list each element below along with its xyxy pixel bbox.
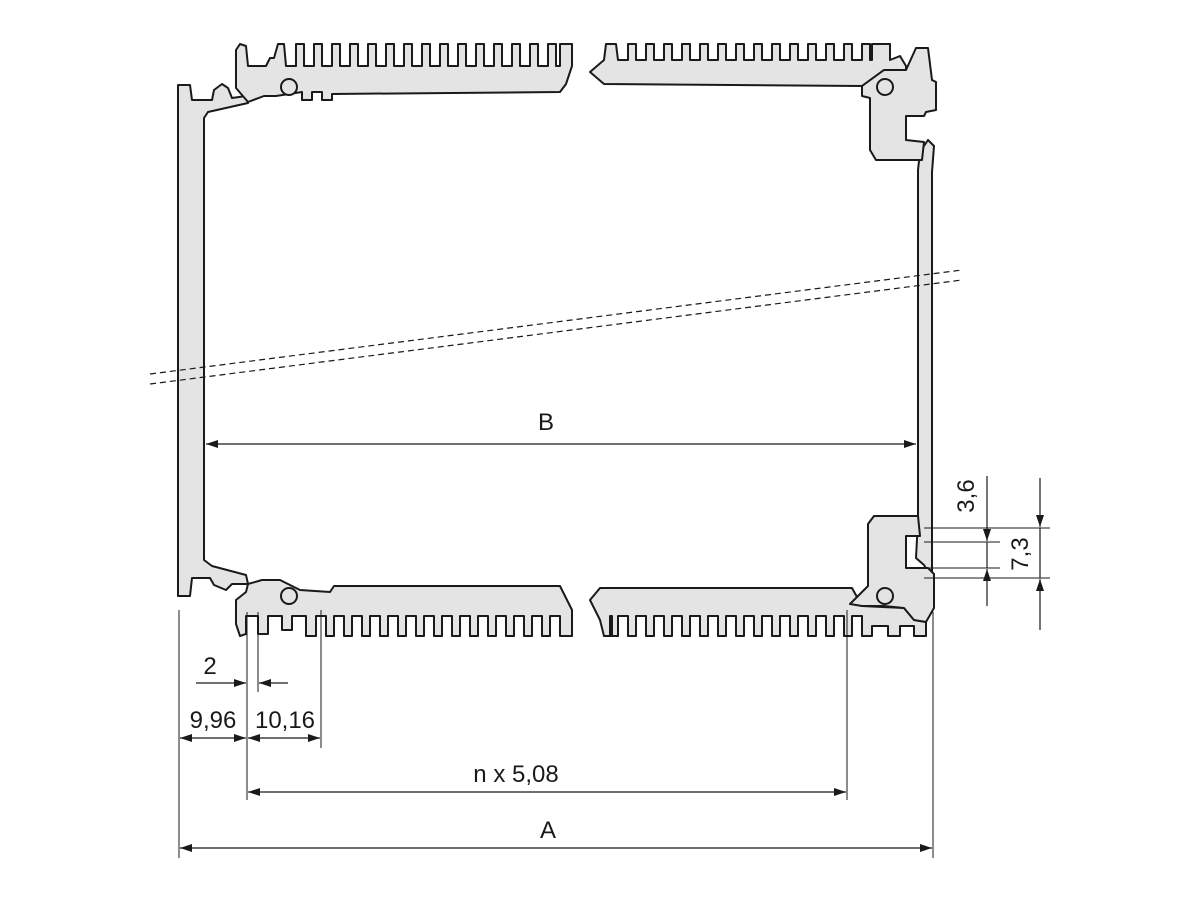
dimension-pitch-label: n x 5,08 (473, 761, 558, 788)
dimension-b-label: B (538, 409, 554, 436)
bottom-right-fin-rail (589, 587, 927, 637)
dimension-7-3-label: 7,3 (1007, 537, 1034, 570)
right-side-wall (915, 139, 935, 579)
mounting-hole-bottom-right (876, 587, 894, 605)
break-line-upper (149, 269, 963, 375)
dimension-a-label: A (540, 817, 556, 844)
dimension-10-16-label: 10,16 (255, 707, 315, 734)
top-left-fin-rail (235, 43, 573, 103)
break-line-lower (149, 279, 963, 385)
mounting-hole-top-left (280, 78, 298, 96)
mounting-hole-top-right (876, 78, 894, 96)
dimension-3-6-label: 3,6 (953, 479, 980, 512)
bottom-left-fin-rail (235, 579, 573, 637)
dimension-9-96-label: 9,96 (190, 707, 237, 734)
mounting-hole-bottom-left (280, 587, 298, 605)
top-right-corner-block (861, 47, 937, 161)
top-right-fin-rail (589, 43, 907, 87)
dimension-2-label: 2 (203, 653, 216, 680)
left-side-wall (177, 83, 249, 597)
bottom-right-corner-block (849, 515, 935, 623)
